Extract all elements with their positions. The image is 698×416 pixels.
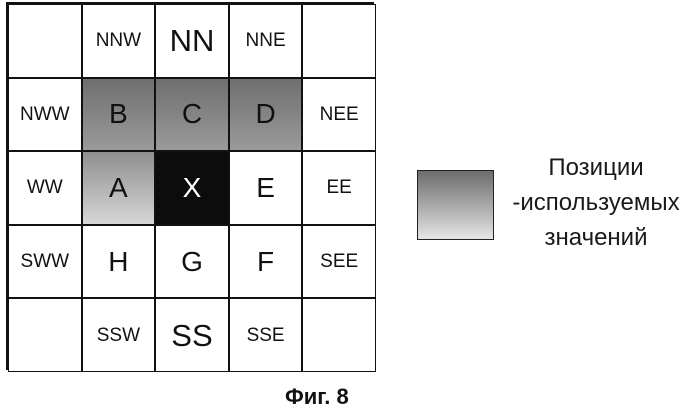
position-grid: NNW NN NNE NWW B C D NEE WW A X E EE SWW… [6, 2, 374, 370]
grid-cell-nne: NNE [229, 4, 303, 78]
grid-cell-b: B [82, 78, 156, 152]
grid-cell-empty-bottom-left [8, 298, 82, 372]
grid-cell-empty-top-left [8, 4, 82, 78]
grid-cell-see: SEE [302, 225, 376, 299]
grid-cell-nee: NEE [302, 78, 376, 152]
grid-cell-c: C [155, 78, 229, 152]
grid-cell-ww: WW [8, 151, 82, 225]
grid-cell-nn: NN [155, 4, 229, 78]
legend-line-3: значений [498, 220, 694, 255]
grid-cell-empty-top-right [302, 4, 376, 78]
grid-cell-ss: SS [155, 298, 229, 372]
grid-cell-empty-bottom-right [302, 298, 376, 372]
grid-cell-ee: EE [302, 151, 376, 225]
legend-swatch [417, 170, 494, 240]
grid-cell-g: G [155, 225, 229, 299]
grid-cell-nww: NWW [8, 78, 82, 152]
grid-cell-x-current: X [155, 151, 229, 225]
grid-cell-a: A [82, 151, 156, 225]
grid-cell-ssw: SSW [82, 298, 156, 372]
grid-cell-sww: SWW [8, 225, 82, 299]
grid-cell-nnw: NNW [82, 4, 156, 78]
legend-line-2: -используемых [498, 185, 694, 220]
grid-cell-h: H [82, 225, 156, 299]
grid-cell-d: D [229, 78, 303, 152]
figure-caption: Фиг. 8 [285, 384, 349, 410]
grid-cell-f: F [229, 225, 303, 299]
legend-label: Позиции -используемых значений [498, 150, 694, 255]
grid-cell-e: E [229, 151, 303, 225]
grid-cell-sse: SSE [229, 298, 303, 372]
legend-line-1: Позиции [498, 150, 694, 185]
